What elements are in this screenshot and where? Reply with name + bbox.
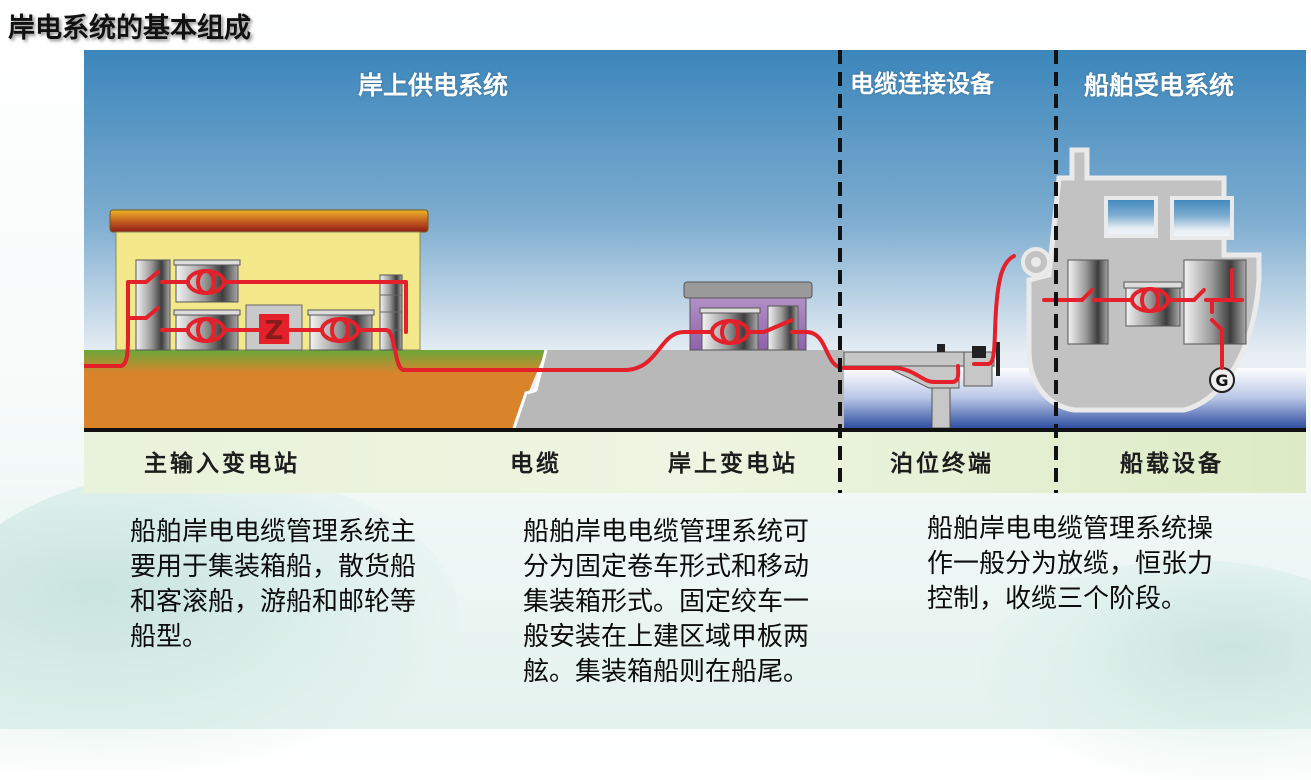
description-operation-stages: 船舶岸电电缆管理系统操作一般分为放缆，恒张力控制，收缆三个阶段。	[927, 514, 1214, 614]
svg-text:Z: Z	[265, 316, 284, 346]
page-title: 岸电系统的基本组成	[8, 13, 251, 44]
section-title-ship-receiving: 船舶受电系统	[1084, 71, 1235, 100]
description-ship-types: 船舶岸电电缆管理系统主要用于集装箱船，散货船和客滚船，游船和邮轮等船型。	[130, 517, 417, 652]
label-main-substation: 主输入变电站	[144, 450, 300, 477]
description-system-forms: 船舶岸电电缆管理系统可分为固定卷车形式和移动集装箱形式。固定绞车一般安装在上建区…	[523, 517, 810, 687]
shore-power-diagram: Z G	[84, 50, 1306, 493]
section-title-cable-connection: 电缆连接设备	[850, 70, 994, 98]
svg-text:G: G	[1215, 371, 1228, 390]
label-shore-substation: 岸上变电站	[668, 450, 798, 477]
background-hill-left	[0, 470, 460, 770]
section-title-shore-supply: 岸上供电系统	[358, 71, 509, 100]
diagram-graphic: Z G	[84, 50, 1306, 493]
label-onboard-equipment: 船载设备	[1120, 450, 1224, 477]
label-cable: 电缆	[510, 450, 562, 477]
label-berth-terminal: 泊位终端	[890, 450, 994, 477]
